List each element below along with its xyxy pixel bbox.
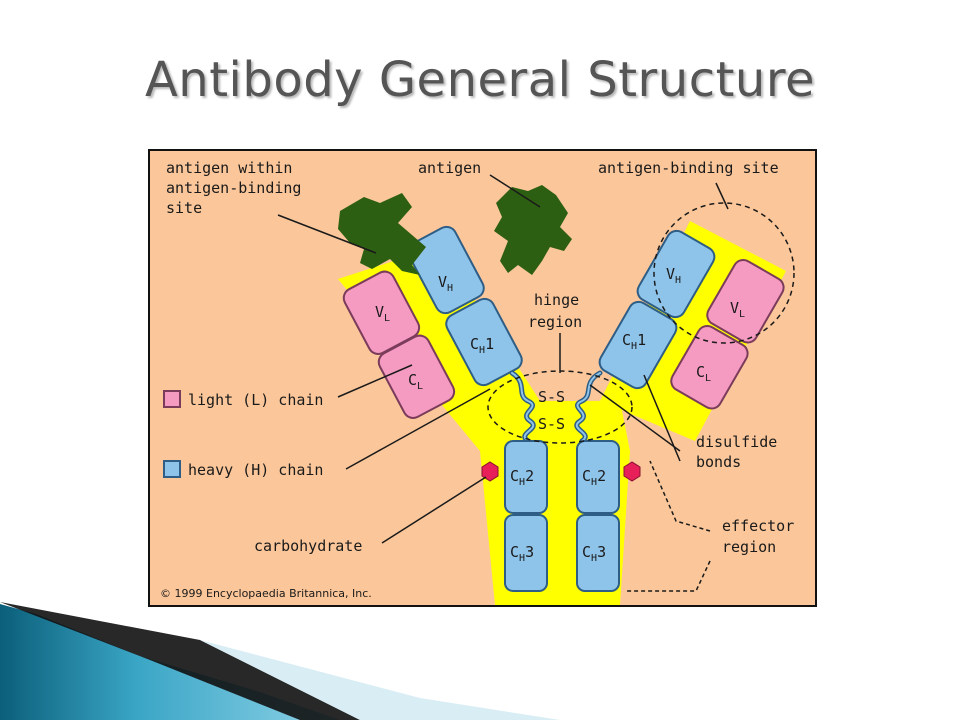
right-light-chain bbox=[670, 258, 785, 410]
antigen-bound bbox=[338, 193, 426, 275]
label-disulfide-1: disulfide bbox=[696, 433, 777, 451]
domain-ch2-right: CH2 bbox=[582, 467, 606, 488]
label-hinge-1: hinge bbox=[534, 291, 579, 309]
antibody-diagram: S-S S-S VL CL VH CH1 VH CH1 VL CL CH2 CH… bbox=[148, 149, 817, 607]
callout-labels: antigen within antigen-binding site anti… bbox=[166, 159, 794, 556]
diagram-canvas: S-S S-S VL CL VH CH1 VH CH1 VL CL CH2 CH… bbox=[160, 159, 795, 605]
legend-label-heavy: heavy (H) chain bbox=[188, 461, 323, 479]
binding-site-circle bbox=[653, 202, 795, 344]
fc-heavy-left bbox=[504, 440, 548, 592]
label-antigen-binding-site: antigen-binding site bbox=[598, 159, 779, 177]
domain-labels: VL CL VH CH1 VH CH1 VL CL CH2 CH2 CH3 CH… bbox=[375, 265, 745, 564]
ss-bond-lower: S-S bbox=[538, 415, 565, 433]
label-antigen-within-2: antigen-binding bbox=[166, 179, 301, 197]
legend-label-light: light (L) chain bbox=[188, 391, 323, 409]
domain-ch2-left: CH2 bbox=[510, 467, 534, 488]
label-effector-1: effector bbox=[722, 517, 794, 535]
antigen-free bbox=[494, 185, 572, 275]
disulfide-bonds: S-S S-S bbox=[538, 388, 565, 433]
slide-title: Antibody General Structure bbox=[144, 52, 816, 108]
legend-swatch-light bbox=[163, 390, 181, 408]
domain-cl-right: CL bbox=[696, 363, 711, 384]
domain-cl-left: CL bbox=[408, 371, 423, 392]
corner-decoration bbox=[0, 602, 560, 720]
label-carbohydrate: carbohydrate bbox=[254, 537, 362, 555]
domain-ch1-left: CH1 bbox=[470, 335, 494, 356]
carbohydrate-right bbox=[623, 461, 641, 482]
left-heavy-chain bbox=[407, 225, 523, 387]
domain-ch1-right: CH1 bbox=[622, 331, 646, 352]
domain-vh-right: VH bbox=[666, 265, 681, 286]
leader-lines bbox=[277, 174, 729, 592]
hinge-squiggles-inner bbox=[511, 372, 601, 442]
fc-heavy-right bbox=[576, 440, 620, 592]
domain-ch3-left: CH3 bbox=[510, 543, 534, 564]
domain-vl-right: VL bbox=[730, 299, 745, 320]
label-antigen-within-1: antigen within bbox=[166, 159, 292, 177]
carbohydrate-left bbox=[481, 461, 499, 482]
right-heavy-chain bbox=[598, 229, 716, 390]
ss-bond-upper: S-S bbox=[538, 388, 565, 406]
label-antigen-within-3: site bbox=[166, 199, 202, 217]
label-hinge-2: region bbox=[528, 313, 582, 331]
label-effector-2: region bbox=[722, 538, 776, 556]
label-antigen: antigen bbox=[418, 159, 481, 177]
domain-vl-left: VL bbox=[375, 303, 390, 324]
legend-swatch-heavy bbox=[163, 460, 181, 478]
domain-vh-left: VH bbox=[438, 273, 453, 294]
label-disulfide-2: bonds bbox=[696, 453, 741, 471]
legend: light (L) chain heavy (H) chain bbox=[163, 390, 323, 479]
left-light-chain bbox=[342, 270, 456, 419]
domain-ch3-right: CH3 bbox=[582, 543, 606, 564]
copyright-notice: © 1999 Encyclopaedia Britannica, Inc. bbox=[160, 587, 372, 600]
